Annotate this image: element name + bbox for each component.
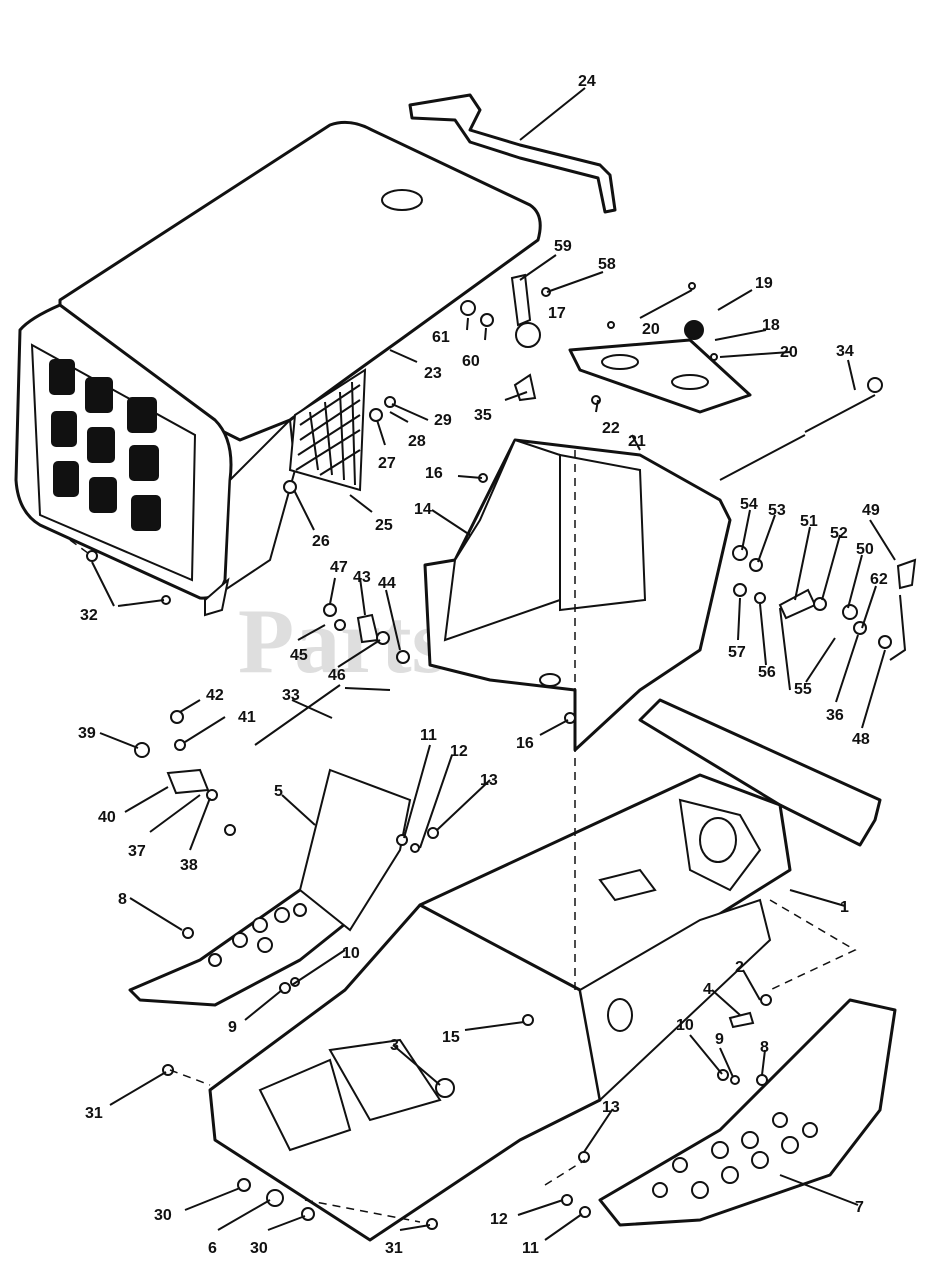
callout-14: 14 [414,501,432,518]
callout-5: 5 [274,783,283,800]
callout-7: 7 [855,1199,864,1216]
callout-11b: 11 [522,1240,539,1257]
hood-opening [381,189,423,211]
callout-33: 33 [282,687,300,704]
callout-36: 36 [826,707,844,724]
callout-26: 26 [312,533,330,550]
callout-54: 54 [740,496,758,513]
callout-32: 32 [80,607,98,624]
callout-13: 13 [480,772,498,789]
callout-18: 18 [762,317,780,334]
callout-20b: 20 [780,344,798,361]
callout-24: 24 [578,73,596,90]
callout-10b: 10 [676,1017,694,1034]
left-footrest [128,768,412,1007]
callout-56: 56 [758,664,776,681]
cross-bar [638,698,882,847]
callout-22: 22 [602,420,620,437]
hood-handle [408,93,617,214]
main-frame [208,773,792,1242]
callout-29: 29 [434,412,452,429]
grille [30,343,197,582]
callout-2: 2 [735,959,744,976]
callout-44: 44 [378,575,396,592]
callout-46: 46 [328,667,346,684]
callout-labels: 24 59 58 19 20 17 18 20 34 61 60 23 29 2… [78,73,888,1257]
callout-60: 60 [462,353,480,370]
callout-59: 59 [554,238,572,255]
callout-8: 8 [118,891,127,908]
callout-3: 3 [390,1037,399,1054]
callout-39: 39 [78,725,96,742]
callout-19: 19 [755,275,773,292]
callout-34: 34 [836,343,854,360]
dash-panel [568,320,752,414]
side-screen [288,368,367,492]
callout-43: 43 [353,569,371,586]
callout-41: 41 [238,709,256,726]
callout-45: 45 [290,647,308,664]
callout-30: 30 [154,1207,172,1224]
callout-13b: 13 [602,1099,620,1116]
callout-30b: 30 [250,1240,268,1257]
callout-47: 47 [330,559,348,576]
callout-62: 62 [870,571,888,588]
callout-9b: 9 [715,1031,724,1048]
callout-16: 16 [425,465,443,482]
callout-8b: 8 [760,1039,769,1056]
callout-10: 10 [342,945,360,962]
leader-lines [91,87,896,1241]
callout-11: 11 [420,727,437,744]
callout-35: 35 [474,407,492,424]
callout-40: 40 [98,809,116,826]
callout-21: 21 [628,433,646,450]
callout-12: 12 [450,743,468,760]
callout-12b: 12 [490,1211,508,1228]
callout-58: 58 [598,256,616,273]
assembly-lines [69,450,857,1223]
callout-55: 55 [794,681,812,698]
callout-15: 15 [442,1029,460,1046]
callout-1: 1 [840,899,849,916]
callout-6: 6 [208,1240,217,1257]
callout-37: 37 [128,843,146,860]
callout-31: 31 [85,1105,103,1122]
tank-support [423,438,732,752]
callout-53: 53 [768,502,786,519]
callout-28: 28 [408,433,426,450]
callout-49: 49 [862,502,880,519]
callout-51: 51 [800,513,818,530]
hood [14,120,542,617]
callout-23: 23 [424,365,442,382]
fuel-cap [684,320,704,340]
callout-31b: 31 [385,1240,403,1257]
callout-27: 27 [378,455,396,472]
callout-57: 57 [728,644,746,661]
hardware [86,273,917,1230]
callout-16b: 16 [516,735,534,752]
callout-17: 17 [548,305,566,322]
callout-42: 42 [206,687,224,704]
callout-25: 25 [375,517,393,534]
callout-9: 9 [228,1019,237,1036]
right-footrest [598,998,897,1227]
callout-38: 38 [180,857,198,874]
callout-50: 50 [856,541,874,558]
callout-61: 61 [432,329,450,346]
callout-48: 48 [852,731,870,748]
callout-20: 20 [642,321,660,338]
callout-52: 52 [830,525,848,542]
callout-4: 4 [703,981,712,998]
